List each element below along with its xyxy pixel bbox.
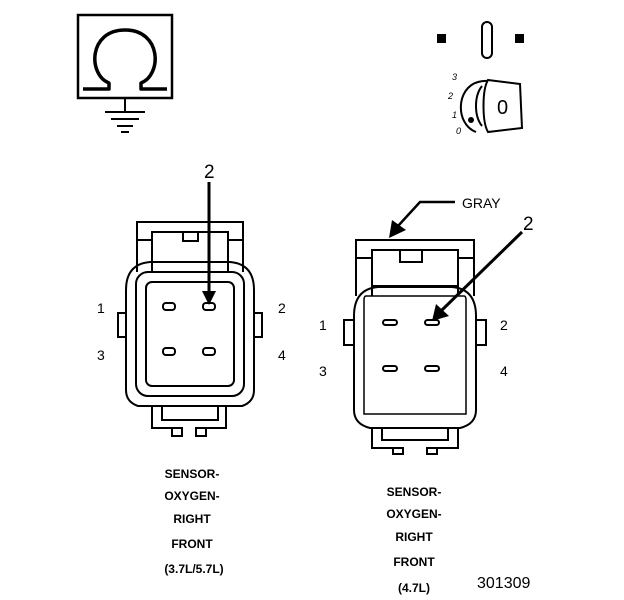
color-label-right: GRAY: [462, 195, 501, 211]
switch-pos-2: 2: [447, 91, 453, 101]
left-pin-3-label: 3: [97, 347, 105, 363]
svg-text:FRONT: FRONT: [393, 555, 435, 569]
indicator-left: [437, 34, 446, 43]
key-label: 0: [497, 97, 508, 119]
right-pin-4-label: 4: [500, 363, 508, 379]
switch-pos-1: 1: [452, 110, 457, 120]
callout-arrow-right: [432, 230, 524, 321]
caption-left: SENSOR- OXYGEN- RIGHT FRONT (3.7L/5.7L): [164, 467, 223, 576]
ignition-key-icon: [459, 78, 524, 134]
right-pin-1-label: 1: [319, 317, 327, 333]
svg-text:SENSOR-: SENSOR-: [165, 467, 220, 481]
caption-right: SENSOR- OXYGEN- RIGHT FRONT (4.7L): [386, 485, 441, 595]
left-pin-1-label: 1: [97, 300, 105, 316]
svg-text:RIGHT: RIGHT: [395, 530, 433, 544]
svg-text:SENSOR-: SENSOR-: [387, 485, 442, 499]
callout-pin-right: 2: [523, 214, 534, 235]
svg-text:OXYGEN-: OXYGEN-: [386, 507, 441, 521]
svg-text:RIGHT: RIGHT: [173, 512, 211, 526]
callout-pin-left: 2: [204, 162, 215, 183]
svg-text:(4.7L): (4.7L): [398, 581, 430, 595]
svg-text:(3.7L/5.7L): (3.7L/5.7L): [164, 562, 223, 576]
switch-pos-3: 3: [452, 72, 457, 82]
connector-left: [117, 221, 263, 437]
ignition-switch: 3 2 1 0 0: [437, 21, 524, 136]
left-pin-2-label: 2: [278, 300, 286, 316]
ohm-icon: [83, 28, 167, 91]
indicator-center: [481, 21, 493, 59]
figure-number: 301309: [477, 575, 530, 592]
callout-arrow-left: [202, 182, 216, 305]
switch-pos-0: 0: [456, 126, 461, 136]
connector-right: [343, 239, 487, 455]
ground-icon: [105, 98, 145, 133]
left-pin-4-label: 4: [278, 347, 286, 363]
right-pin-2-label: 2: [500, 317, 508, 333]
svg-text:FRONT: FRONT: [171, 537, 213, 551]
right-pin-3-label: 3: [319, 363, 327, 379]
indicator-right: [515, 34, 524, 43]
ohmmeter-symbol: [76, 13, 174, 133]
color-leader-right: [389, 200, 455, 238]
svg-text:OXYGEN-: OXYGEN-: [164, 489, 219, 503]
